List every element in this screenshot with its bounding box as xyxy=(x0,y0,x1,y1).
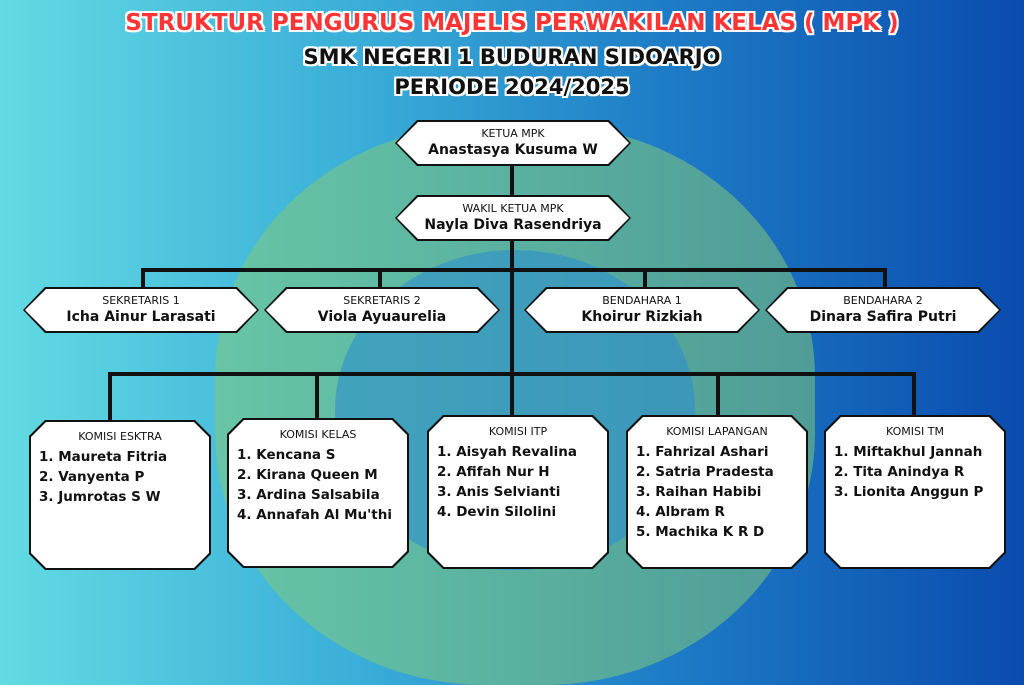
komisi-title: KOMISI TM xyxy=(886,425,944,438)
member: 1. Kencana S xyxy=(237,447,336,463)
sekretaris-2-box: SEKRETARIS 2 Viola Ayuaurelia xyxy=(264,287,500,333)
officer-role: SEKRETARIS 2 xyxy=(343,294,421,307)
komisi-title: KOMISI ESKTRA xyxy=(78,430,162,443)
member: 3. Jumrotas S W xyxy=(39,489,161,505)
member: 1. Aisyah Revalina xyxy=(437,444,577,460)
wakil-role: WAKIL KETUA MPK xyxy=(462,202,564,215)
wakil-name: Nayla Diva Rasendriya xyxy=(424,217,602,233)
officer-name: Dinara Safira Putri xyxy=(809,309,957,325)
member: 2. Satria Pradesta xyxy=(636,464,774,480)
member: 4. Annafah Al Mu'thi xyxy=(237,507,392,523)
member: 1. Fahrizal Ashari xyxy=(636,444,769,460)
officer-name: Viola Ayuaurelia xyxy=(317,309,447,325)
ketua-role: KETUA MPK xyxy=(481,127,545,140)
komisi-title: KOMISI KELAS xyxy=(279,428,357,441)
komisi-lapangan-box: KOMISI LAPANGAN 1. Fahrizal Ashari 2. Sat… xyxy=(626,415,808,569)
member: 3. Ardina Salsabila xyxy=(237,487,380,503)
chart-title: STRUKTUR PENGURUS MAJELIS PERWAKILAN KEL… xyxy=(125,10,899,36)
officer-role: SEKRETARIS 1 xyxy=(102,294,180,307)
period: PERIODE 2024/2025 xyxy=(394,75,630,99)
member: 4. Devin Silolini xyxy=(437,504,557,520)
wakil-box: WAKIL KETUA MPK Nayla Diva Rasendriya xyxy=(395,195,631,241)
member: 3. Raihan Habibi xyxy=(636,484,762,500)
ketua-box: KETUA MPK Anastasya Kusuma W xyxy=(395,120,631,166)
member: 2. Tita Anindya R xyxy=(834,464,965,480)
officer-role: BENDAHARA 2 xyxy=(843,294,923,307)
komisi-itp-box: KOMISI ITP 1. Aisyah Revalina 2. Afifah N… xyxy=(427,415,609,569)
officer-name: Khoirur Rizkiah xyxy=(581,309,703,325)
member: 2. Vanyenta P xyxy=(39,469,145,485)
member: 3. Anis Selvianti xyxy=(437,484,561,500)
officer-role: BENDAHARA 1 xyxy=(602,294,682,307)
school-name: SMK NEGERI 1 BUDURAN SIDOARJO xyxy=(303,45,721,69)
sekretaris-1-box: SEKRETARIS 1 Icha Ainur Larasati xyxy=(23,287,259,333)
member: 4. Albram R xyxy=(636,504,725,520)
komisi-esktra-box: KOMISI ESKTRA 1. Maureta Fitria 2. Vanyen… xyxy=(29,420,211,570)
officer-name: Icha Ainur Larasati xyxy=(66,309,216,325)
komisi-tm-box: KOMISI TM 1. Miftakhul Jannah 2. Tita Ani… xyxy=(824,415,1006,569)
bendahara-1-box: BENDAHARA 1 Khoirur Rizkiah xyxy=(524,287,760,333)
komisi-kelas-box: KOMISI KELAS 1. Kencana S 2. Kirana Queen… xyxy=(227,418,409,568)
member: 1. Maureta Fitria xyxy=(39,449,168,465)
ketua-name: Anastasya Kusuma W xyxy=(428,142,598,158)
member: 2. Afifah Nur H xyxy=(437,464,550,480)
bendahara-2-box: BENDAHARA 2 Dinara Safira Putri xyxy=(765,287,1001,333)
member: 1. Miftakhul Jannah xyxy=(834,444,983,460)
komisi-title: KOMISI LAPANGAN xyxy=(666,425,768,438)
member: 3. Lionita Anggun P xyxy=(834,484,984,500)
komisi-title: KOMISI ITP xyxy=(488,425,548,438)
member: 5. Machika K R D xyxy=(636,524,765,540)
member: 2. Kirana Queen M xyxy=(237,467,378,483)
